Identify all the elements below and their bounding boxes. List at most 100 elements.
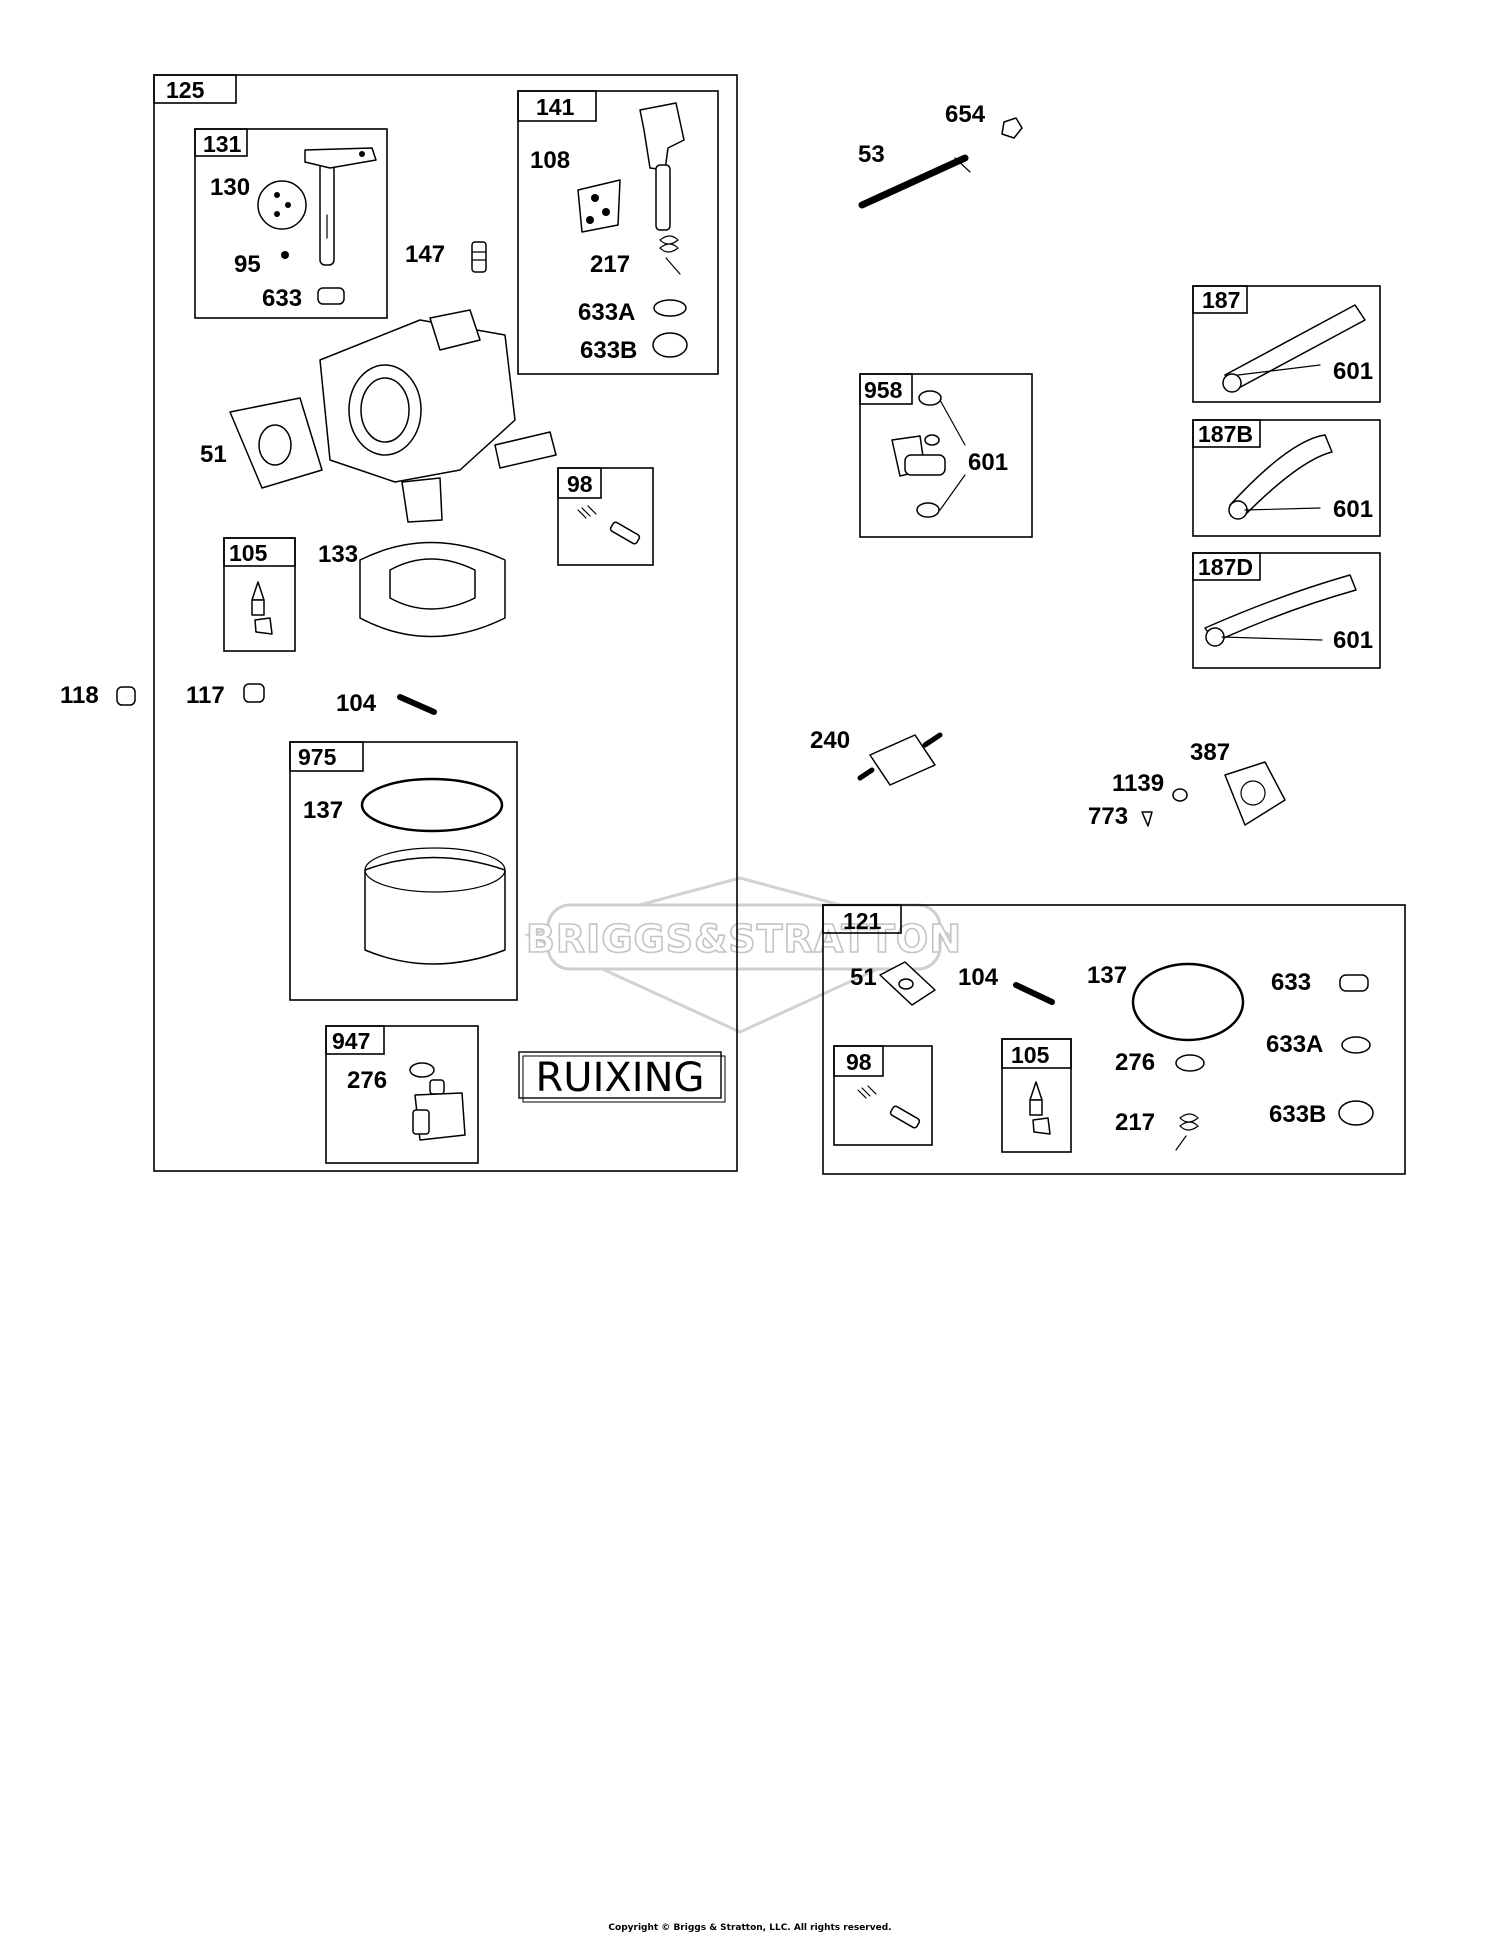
kit-121-label: 121 [843, 908, 882, 934]
kit-131-frame [194, 128, 388, 319]
kit-141-frame [517, 90, 719, 375]
kit-187b-label: 187B [1198, 421, 1253, 447]
kit-141-tag [517, 90, 597, 122]
throttle-shaft-part [577, 102, 688, 358]
seal-633b-part [1338, 1100, 1374, 1126]
kit-125-label: 125 [166, 77, 205, 103]
spring-217-part [1175, 1113, 1199, 1151]
kit-947-label: 947 [332, 1028, 370, 1054]
spring-217-label: 217 [1115, 1109, 1155, 1136]
fuel-pump-387-part [1141, 761, 1286, 827]
inlet-needle-sub-part [1029, 1081, 1051, 1135]
part-130-label: 130 [210, 174, 250, 201]
fuel-filter-240-part [857, 732, 943, 786]
pin-104-part [397, 694, 437, 715]
part-108-label: 108 [530, 147, 570, 174]
fuel-line-187b-part [1228, 434, 1333, 520]
kit-975-label: 975 [298, 744, 337, 770]
idle-screw-part [577, 505, 641, 545]
oring-137-part [1131, 962, 1245, 1042]
part-601a-label: 601 [1333, 358, 1373, 385]
copyright-footer: Copyright © Briggs & Stratton, LLC. All … [608, 1923, 891, 1933]
kit-975-frame [289, 741, 518, 1001]
kit-105-sub-label: 105 [1011, 1042, 1050, 1068]
bushing-118-part [116, 686, 136, 706]
kit-187d-label: 187D [1198, 554, 1253, 580]
kit-958-label: 958 [864, 377, 903, 403]
kit-187-frame [1192, 285, 1381, 403]
fuel-line-187d-part [1204, 574, 1357, 647]
part-601b-label: 601 [1333, 496, 1373, 523]
briggs-stratton-watermark: BRIGGS&STRATTON [523, 876, 962, 1034]
choke-shaft-part [257, 147, 377, 305]
part-118-label: 118 [60, 682, 99, 709]
kit-187-tag [1192, 285, 1248, 314]
kit-131-label: 131 [203, 131, 242, 157]
kit-125-tag [153, 74, 237, 104]
kit-105-label: 105 [229, 540, 268, 566]
pin-104-kit-part [1013, 982, 1055, 1005]
screw-147-part [471, 241, 487, 273]
gasket-51-part [879, 961, 936, 1006]
kit-121-frame [822, 904, 1406, 1175]
ruixing-stamp: RUIXING [518, 1051, 726, 1103]
part-51-label: 51 [200, 441, 227, 468]
inlet-needle-part [251, 581, 273, 635]
kit-98-sub-label: 98 [846, 1049, 872, 1075]
part-95-label: 95 [234, 251, 261, 278]
part-137-label: 137 [303, 797, 343, 824]
part-633a-label: 633A [578, 299, 635, 326]
part-240-label: 240 [810, 727, 850, 754]
washer-276-part [1175, 1054, 1205, 1072]
kit-947-tag [325, 1025, 385, 1055]
kit-187d-tag [1192, 552, 1261, 581]
part-773-label: 773 [1088, 803, 1128, 830]
part-147-label: 147 [405, 241, 445, 268]
part-601d-label: 601 [968, 449, 1008, 476]
seal-633-label: 633 [1271, 969, 1311, 996]
gasket-51-label: 51 [850, 964, 877, 991]
kit-947-frame [325, 1025, 479, 1164]
shutoff-valve-958-part [891, 390, 966, 518]
seal-633-part [1339, 974, 1369, 992]
solenoid-947-part [409, 1062, 466, 1141]
bushing-117-part [243, 683, 265, 703]
kit-187b-tag [1192, 419, 1261, 448]
part-387-label: 387 [1190, 739, 1230, 766]
part-1139-label: 1139 [1112, 770, 1164, 797]
part-117-label: 117 [186, 682, 225, 709]
kit-958-tag [859, 373, 913, 405]
float-133-part [359, 541, 506, 638]
seal-633a-part [1341, 1036, 1371, 1054]
kit-958-frame [859, 373, 1033, 538]
rod-53-part [858, 154, 971, 209]
kit-187-label: 187 [1202, 287, 1240, 313]
kit-105-sub-tag [1001, 1038, 1072, 1069]
nut-654-part [1001, 117, 1023, 139]
seal-633a-label: 633A [1266, 1031, 1323, 1058]
part-633b-label: 633B [580, 337, 637, 364]
part-654-label: 654 [945, 101, 986, 128]
part-53-label: 53 [858, 141, 885, 168]
kit-105-tag [223, 537, 296, 567]
fuel-line-187-part [1222, 304, 1366, 393]
kit-98-tag [557, 467, 602, 499]
kit-975-tag [289, 741, 364, 772]
kit-131-tag [194, 128, 248, 157]
seal-633b-label: 633B [1269, 1101, 1326, 1128]
kit-125-frame [153, 74, 738, 1172]
kit-121-tag [822, 904, 902, 934]
idle-screw-sub-part [857, 1085, 921, 1129]
kit-141-label: 141 [536, 94, 575, 120]
ruixing-text: RUIXING [536, 1055, 705, 1101]
part-601c-label: 601 [1333, 627, 1373, 654]
pin-104-kit-label: 104 [958, 964, 999, 991]
float-bowl-part [360, 777, 506, 965]
washer-276-label: 276 [1115, 1049, 1155, 1076]
kit-187b-frame [1192, 419, 1381, 537]
part-104-label: 104 [336, 690, 377, 717]
kit-98-frame [557, 467, 654, 566]
part-217-label: 217 [590, 251, 630, 278]
watermark-text: BRIGGS&STRATTON [526, 917, 962, 961]
